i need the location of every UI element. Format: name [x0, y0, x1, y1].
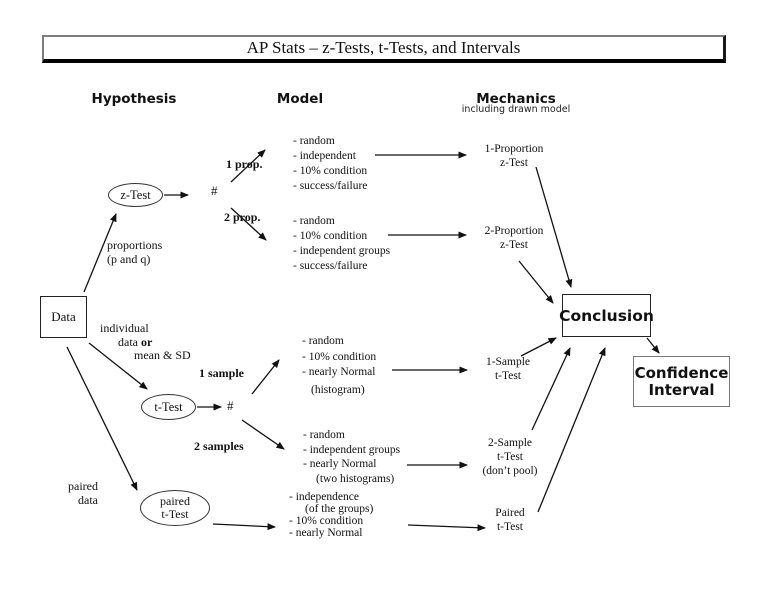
- arrow-2prop-to-conclusion: [518, 260, 554, 304]
- arrow-hash-to-1prop-list: [230, 149, 266, 183]
- paired-t-test-line1: paired: [160, 494, 190, 508]
- data-node: Data: [40, 296, 87, 338]
- paired-data-label: paired data: [68, 479, 98, 507]
- conditions-1prop: - random - independent - 10% condition -…: [293, 135, 368, 192]
- mechanics-subtitle: including drawn model: [461, 104, 571, 115]
- arrow-hash-to-1sample-list: [251, 359, 280, 395]
- arrow-1prop-to-conclusion: [535, 166, 573, 288]
- paired-t-test-line2: t-Test: [161, 507, 189, 521]
- mechanics-paired-ttest: Paired t-Test: [495, 507, 525, 533]
- conditions-1sample: - random - 10% condition - nearly Normal…: [302, 335, 377, 396]
- two-prop-label: 2 prop.: [224, 210, 261, 224]
- mechanics-2sample-ttest: 2-Sample t-Test (don’t pool): [482, 437, 538, 477]
- individual-data-label: individual data or mean & SD: [100, 321, 191, 362]
- two-samples-label: 2 samples: [194, 439, 244, 453]
- arrow-paired-list-to-mech: [407, 524, 486, 532]
- mechanics-1sample-ttest: 1-Sample t-Test: [485, 356, 531, 382]
- conditions-2samples: - random - independent groups - nearly N…: [303, 429, 401, 485]
- paired-t-test-node: paired t-Test: [140, 490, 210, 526]
- arrow-hash-to-2samples-list: [241, 419, 285, 450]
- arrow-paired-to-conclusion: [537, 347, 606, 513]
- t-test-node: t-Test: [141, 394, 196, 420]
- arrow-1sample-to-conclusion: [520, 337, 557, 357]
- arrow-data-to-ttest: [88, 342, 148, 390]
- title-bar: AP Stats – z-Tests, t-Tests, and Interva…: [42, 35, 726, 63]
- one-prop-label: 1 prop.: [226, 157, 263, 171]
- column-header-mechanics: Mechanics: [476, 91, 556, 107]
- hash-t-symbol: #: [227, 398, 234, 413]
- mechanics-2prop-ztest: 2-Proportion z-Test: [484, 225, 544, 251]
- arrow-2samples-to-conclusion: [531, 347, 571, 431]
- arrow-conclusion-to-ci: [646, 337, 660, 354]
- mechanics-1prop-ztest: 1-Proportion z-Test: [484, 143, 544, 169]
- conditions-paired: - independence (of the groups) - 10% con…: [289, 491, 374, 539]
- column-header-hypothesis: Hypothesis: [91, 91, 177, 107]
- arrow-hash-to-2prop-list: [230, 207, 267, 241]
- proportions-label: proportions (p and q): [107, 238, 163, 266]
- confidence-interval-node: Confidence Interval: [633, 356, 730, 407]
- page-title: AP Stats – z-Tests, t-Tests, and Interva…: [246, 38, 521, 57]
- conditions-2prop: - random - 10% condition - independent g…: [293, 215, 391, 272]
- one-sample-label: 1 sample: [199, 366, 244, 380]
- arrow-data-to-ztest: [83, 213, 117, 293]
- z-test-node: z-Test: [108, 183, 163, 207]
- arrow-data-to-paired: [66, 346, 138, 491]
- arrow-paired-to-list: [212, 523, 276, 531]
- column-header-model: Model: [276, 91, 324, 107]
- hash-z-symbol: #: [211, 183, 218, 198]
- conclusion-node: Conclusion: [559, 294, 654, 337]
